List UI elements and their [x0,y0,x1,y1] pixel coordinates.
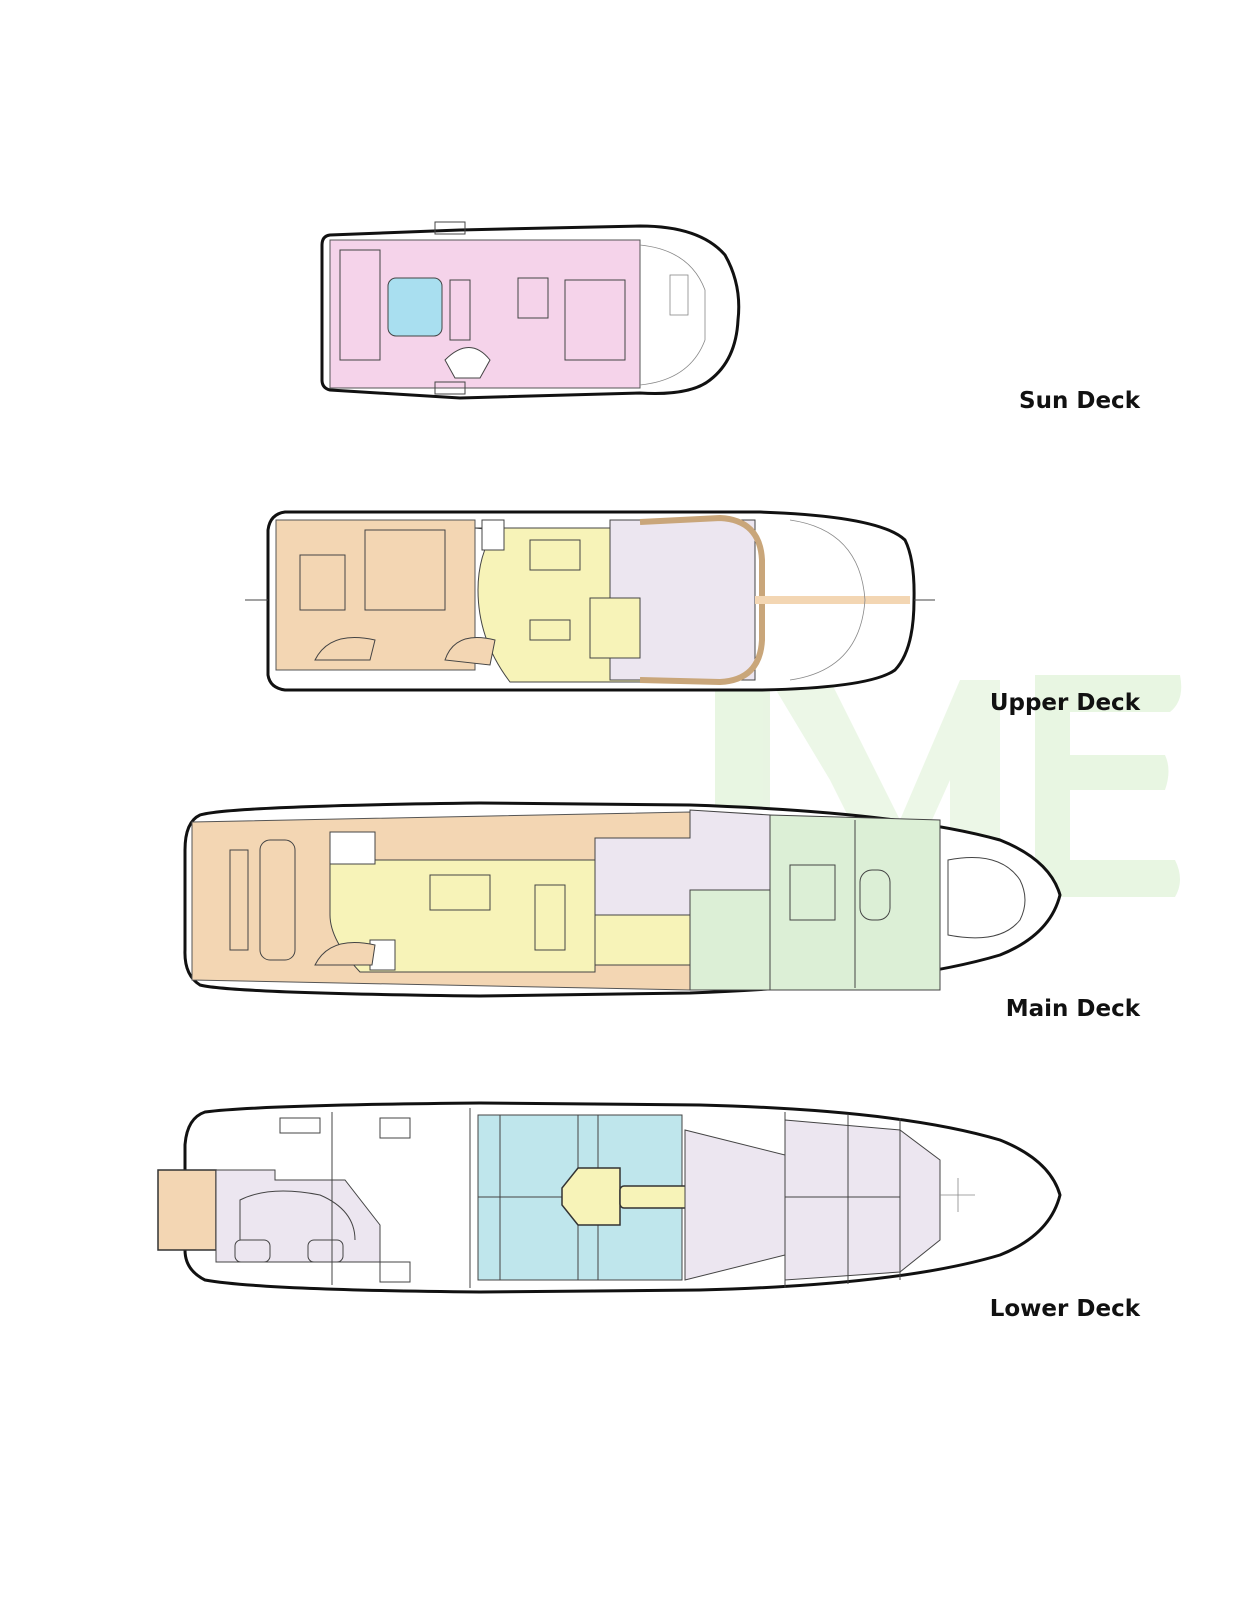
main-deck-plan [183,801,1062,998]
deck-label-sun: Sun Deck [1019,388,1140,414]
deck-label-lower: Lower Deck [989,1296,1140,1322]
upper-deck-plan [245,510,935,692]
sun-deck-plan [320,221,741,400]
deck-label-upper: Upper Deck [989,690,1140,716]
lower-deck-plan [157,1101,1062,1294]
deck-label-main: Main Deck [1005,996,1140,1022]
